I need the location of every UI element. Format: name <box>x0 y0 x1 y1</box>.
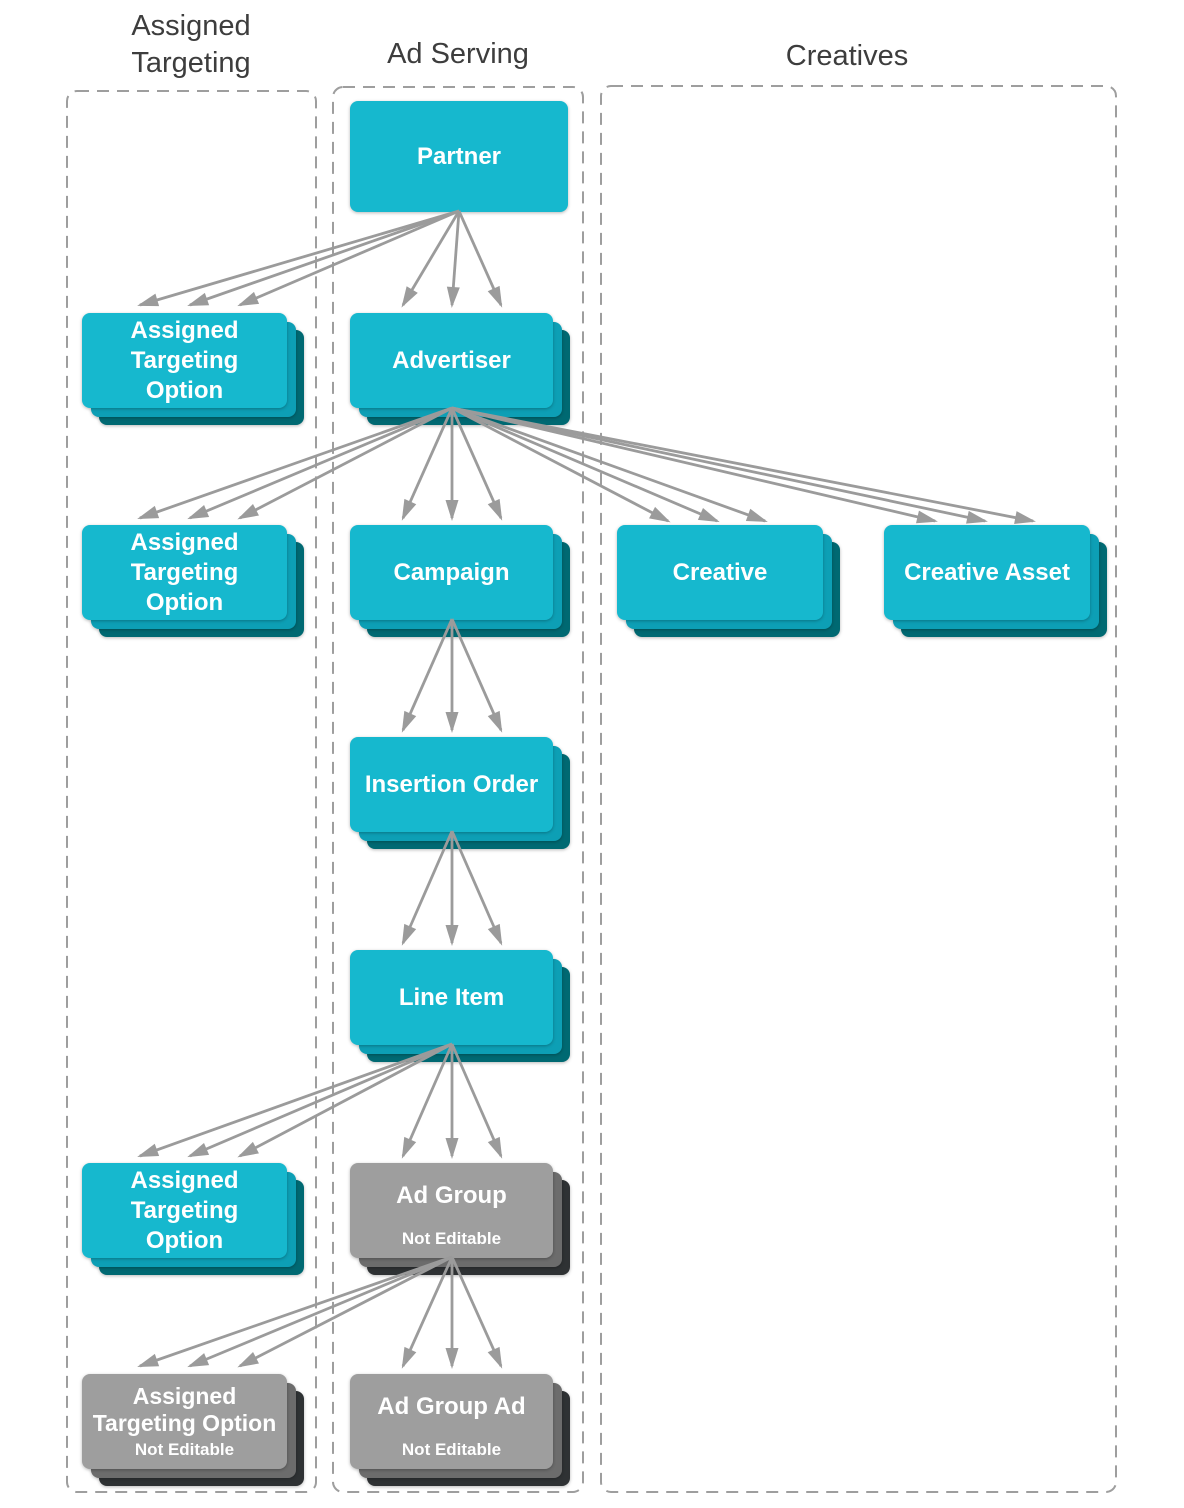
node-label: Partner <box>416 142 502 170</box>
node-ad-group-ad: Ad Group Ad Not Editable <box>350 1374 570 1486</box>
edges-advertiser-to-creative-asset <box>451 406 1036 524</box>
edges-partner-to-advertiser <box>401 210 503 308</box>
edges-partner-to-assigned-targeting-option <box>137 209 460 307</box>
column-title-ad-serving: Ad Serving <box>387 38 529 70</box>
node-line-item: Line Item <box>350 950 570 1062</box>
node-label: Advertiser <box>392 346 511 374</box>
edges-line-item-to-assigned-targeting-option <box>137 1042 453 1158</box>
node-insertion-order: Insertion Order <box>350 737 570 849</box>
edges-ad-group-to-assigned-targeting-option-not-editable <box>137 1255 453 1368</box>
node-advertiser: Advertiser <box>350 313 570 425</box>
node-label: Ad Group <box>396 1182 507 1209</box>
node-creative-asset: Creative Asset <box>884 525 1107 637</box>
card-face: Insertion Order <box>350 737 553 832</box>
node-creative: Creative <box>617 525 840 637</box>
edges-advertiser-to-creative <box>451 406 768 523</box>
not-editable-badge: Not Editable <box>401 1440 502 1459</box>
edges-advertiser-to-assigned-targeting-option <box>137 406 453 520</box>
card-face: Ad Group Not Editable <box>350 1163 553 1258</box>
card-face: Campaign <box>350 525 553 620</box>
node-label: Insertion Order <box>364 770 539 798</box>
zone-ad-serving <box>332 86 584 1493</box>
node-label: Creative <box>672 558 768 586</box>
edges-advertiser-to-campaign <box>401 407 503 521</box>
not-editable-badge: Not Editable <box>401 1229 502 1248</box>
card-face: Line Item <box>350 950 553 1045</box>
card-face: Advertiser <box>350 313 553 408</box>
card-face: Partner <box>350 101 568 212</box>
card-face: Ad Group Ad Not Editable <box>350 1374 553 1469</box>
node-label: Campaign <box>393 558 510 586</box>
node-label: Creative Asset <box>904 558 1070 586</box>
edges-line-item-to-ad-group <box>401 1043 503 1159</box>
node-campaign: Campaign <box>350 525 570 637</box>
zone-creatives <box>600 85 1117 1493</box>
card-face: Creative <box>617 525 823 620</box>
edges-insertion-order-to-line-item <box>401 830 503 946</box>
column-title-assigned-targeting: Assigned Targeting <box>131 10 251 79</box>
edges-campaign-to-insertion-order <box>401 618 503 733</box>
node-ad-group: Ad Group Not Editable <box>350 1163 570 1275</box>
edges-ad-group-to-ad-group-ad <box>401 1256 503 1369</box>
node-label: Ad Group Ad <box>377 1393 526 1420</box>
not-editable-badge: Not Editable <box>134 1440 235 1459</box>
card-face: Creative Asset <box>884 525 1090 620</box>
node-label: Line Item <box>398 983 505 1011</box>
column-title-creatives: Creatives <box>785 40 909 72</box>
node-partner: Partner <box>350 101 568 212</box>
